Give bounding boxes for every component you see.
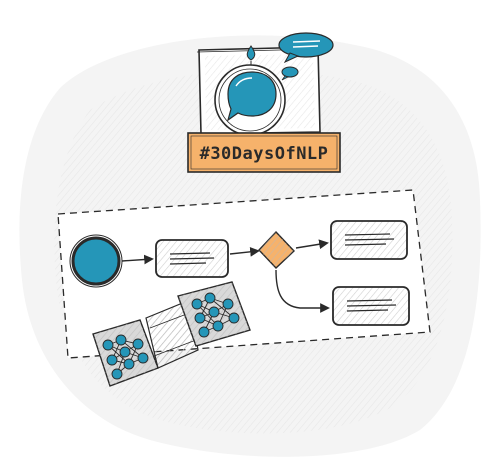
neural-network-icon-2 bbox=[177, 281, 251, 347]
neural-network-icon bbox=[92, 319, 159, 387]
logo-group: #30DaysOfNLP bbox=[187, 32, 341, 173]
start-circle-icon bbox=[69, 234, 123, 288]
edge-task-to-gateway bbox=[229, 246, 260, 257]
task-box-3 bbox=[332, 286, 410, 326]
edge-gateway-to-task2 bbox=[295, 239, 329, 250]
edge-start-to-task bbox=[121, 254, 154, 265]
banner-title: #30DaysOfNLP bbox=[200, 144, 329, 164]
chat-bubble-icon bbox=[214, 64, 286, 136]
speech-bubble-icon bbox=[278, 32, 334, 64]
banner bbox=[187, 132, 341, 173]
drop-icon bbox=[246, 45, 256, 61]
small-bubble-icon bbox=[281, 66, 299, 81]
gateway-diamond-icon bbox=[258, 230, 295, 269]
task-box-1 bbox=[155, 239, 229, 278]
task-box-2 bbox=[330, 220, 408, 260]
edge-gateway-to-task3 bbox=[275, 269, 330, 313]
neural-network-group bbox=[92, 281, 251, 387]
